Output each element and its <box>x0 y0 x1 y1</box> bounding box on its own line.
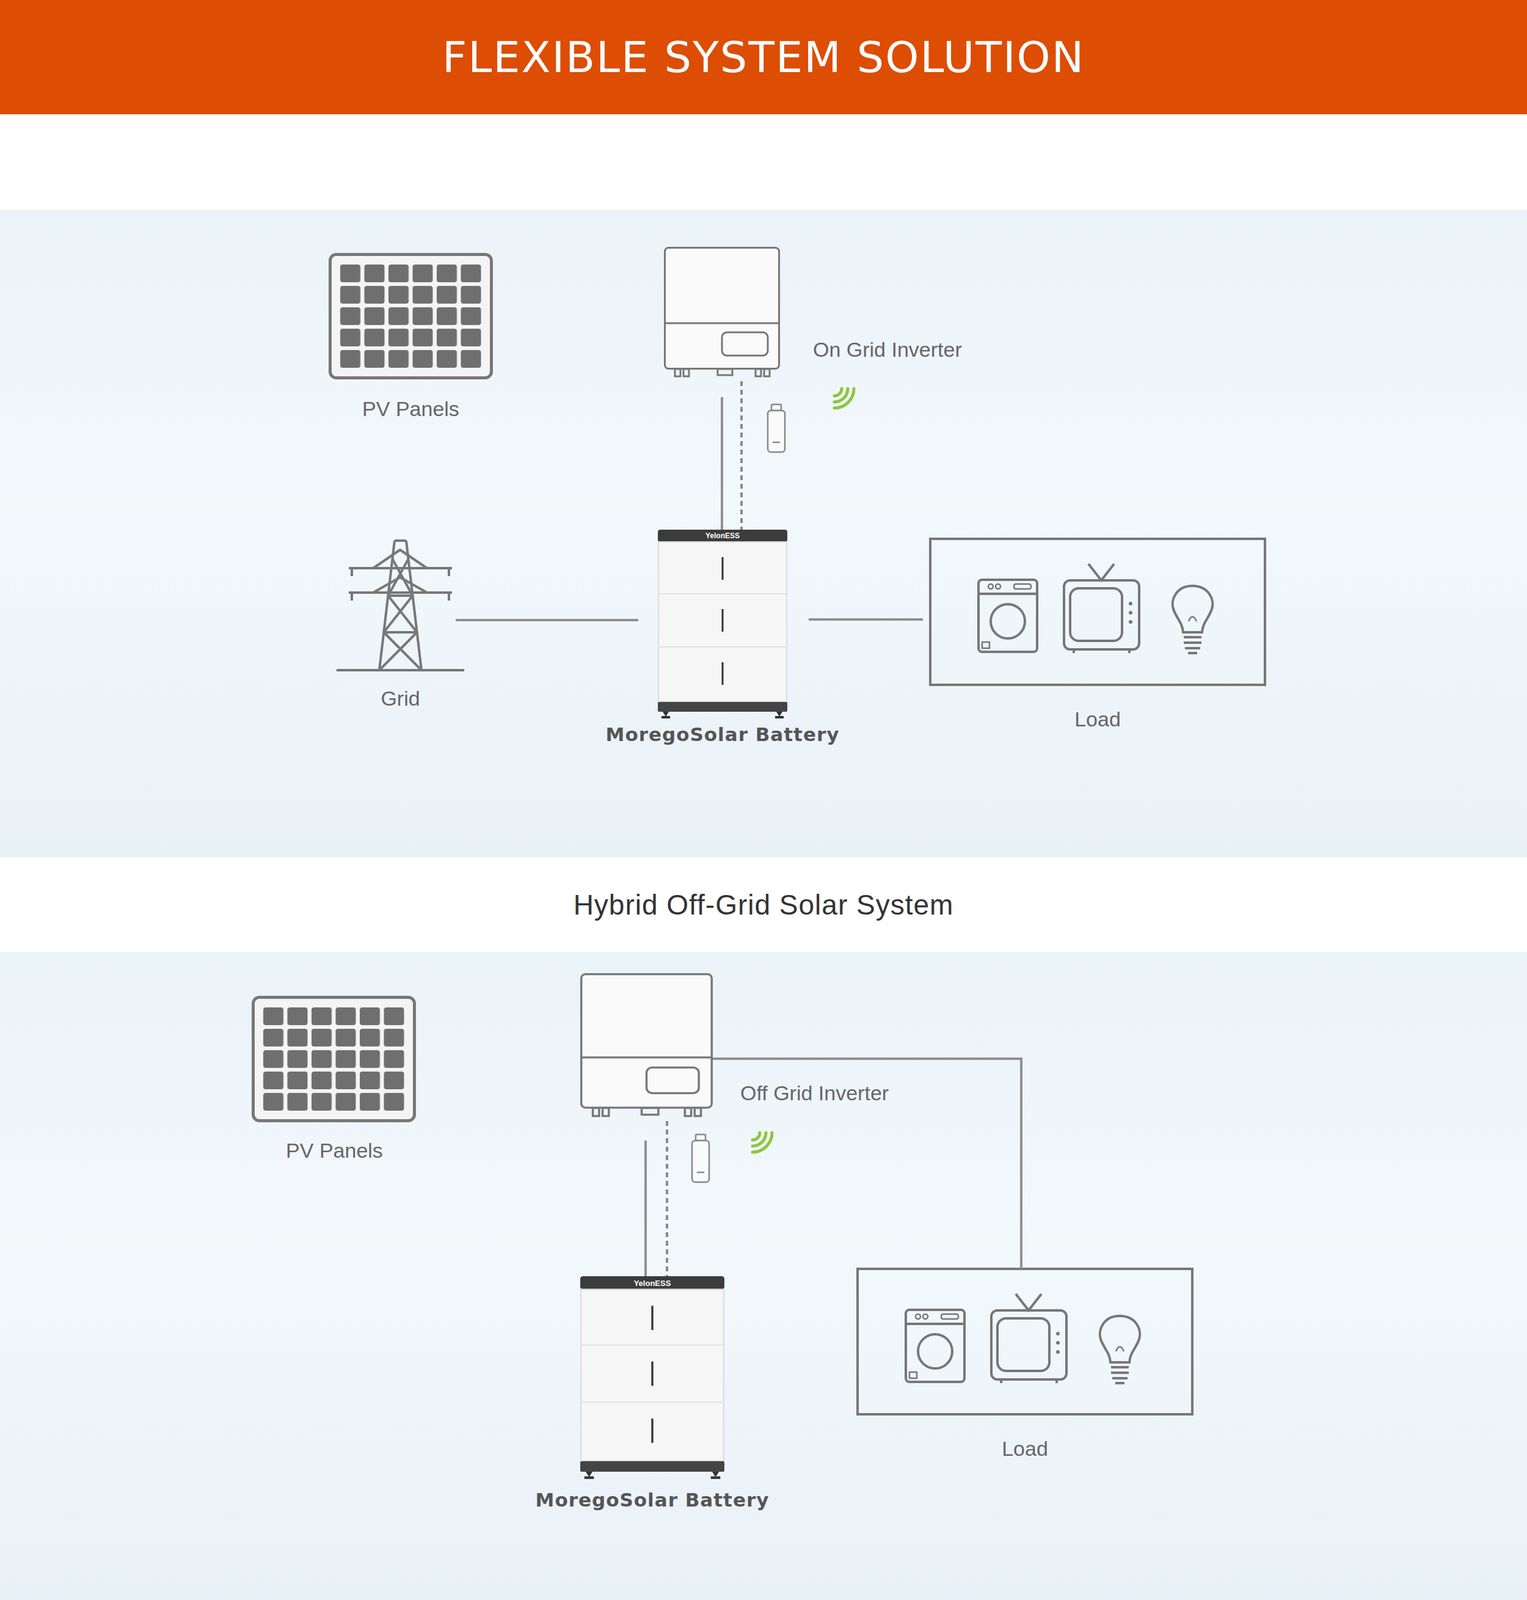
brand-label: YelonESS <box>634 1279 672 1287</box>
power-line <box>644 1140 647 1276</box>
battery: MoregoSolar Battery <box>580 1275 725 1480</box>
power-line <box>712 1058 1022 1269</box>
load-frame <box>930 538 1265 685</box>
pv-panel-icon <box>330 254 492 379</box>
power-line <box>720 397 724 530</box>
wifi-dongle <box>692 1134 710 1182</box>
inverter-label: On Grid Inverter <box>812 337 963 362</box>
pv-panel-icon <box>253 997 415 1121</box>
communication-line <box>740 381 743 530</box>
pv-panel-label: PV Panels <box>285 1138 383 1163</box>
inverter: Off Grid Inverter <box>580 973 713 1118</box>
battery-icon <box>580 1275 725 1479</box>
inverter-icon <box>665 247 780 377</box>
caption-band: Hybrid Off-Grid Solar System <box>0 856 1527 952</box>
battery-icon <box>657 529 788 719</box>
grid-tower-label: Grid <box>380 686 420 711</box>
appliance-icons <box>905 1293 1140 1383</box>
pv-panel: PV Panels <box>328 252 493 380</box>
inverter: On Grid Inverter <box>663 246 780 378</box>
load-box: Load <box>930 538 1265 685</box>
brand-label: YelonESS <box>705 532 740 540</box>
communication-line <box>665 1120 669 1276</box>
pv-panel-label: PV Panels <box>362 397 460 421</box>
wifi-signal <box>834 388 854 409</box>
title-text: FLEXIBLE SYSTEM SOLUTION <box>442 32 1085 83</box>
load-frame <box>857 1268 1193 1415</box>
brand-wrap: YelonESS <box>634 1279 672 1287</box>
inverter-icon <box>581 974 713 1116</box>
appliance-icons <box>978 563 1213 653</box>
load-box-label: Load <box>1001 1436 1049 1461</box>
power-line <box>455 618 639 622</box>
load-box-label: Load <box>1074 707 1121 732</box>
battery-label: MoregoSolar Battery <box>605 723 840 746</box>
grid-tower: Grid <box>336 540 465 671</box>
inverter-label: Off Grid Inverter <box>740 1081 889 1105</box>
title-band: FLEXIBLE SYSTEM SOLUTION <box>0 0 1527 115</box>
wifi-dongle <box>767 404 785 452</box>
pv-panel: PV Panels <box>251 995 418 1123</box>
battery: MoregoSolar Battery <box>657 529 788 719</box>
battery-label: MoregoSolar Battery <box>535 1488 770 1511</box>
grid-tower-icon <box>336 540 465 671</box>
load-box: Load <box>857 1268 1193 1415</box>
power-line <box>808 618 923 621</box>
caption-text: Hybrid Off-Grid Solar System <box>573 888 955 922</box>
wifi-signal <box>752 1132 773 1152</box>
brand-wrap: YelonESS <box>705 532 740 540</box>
